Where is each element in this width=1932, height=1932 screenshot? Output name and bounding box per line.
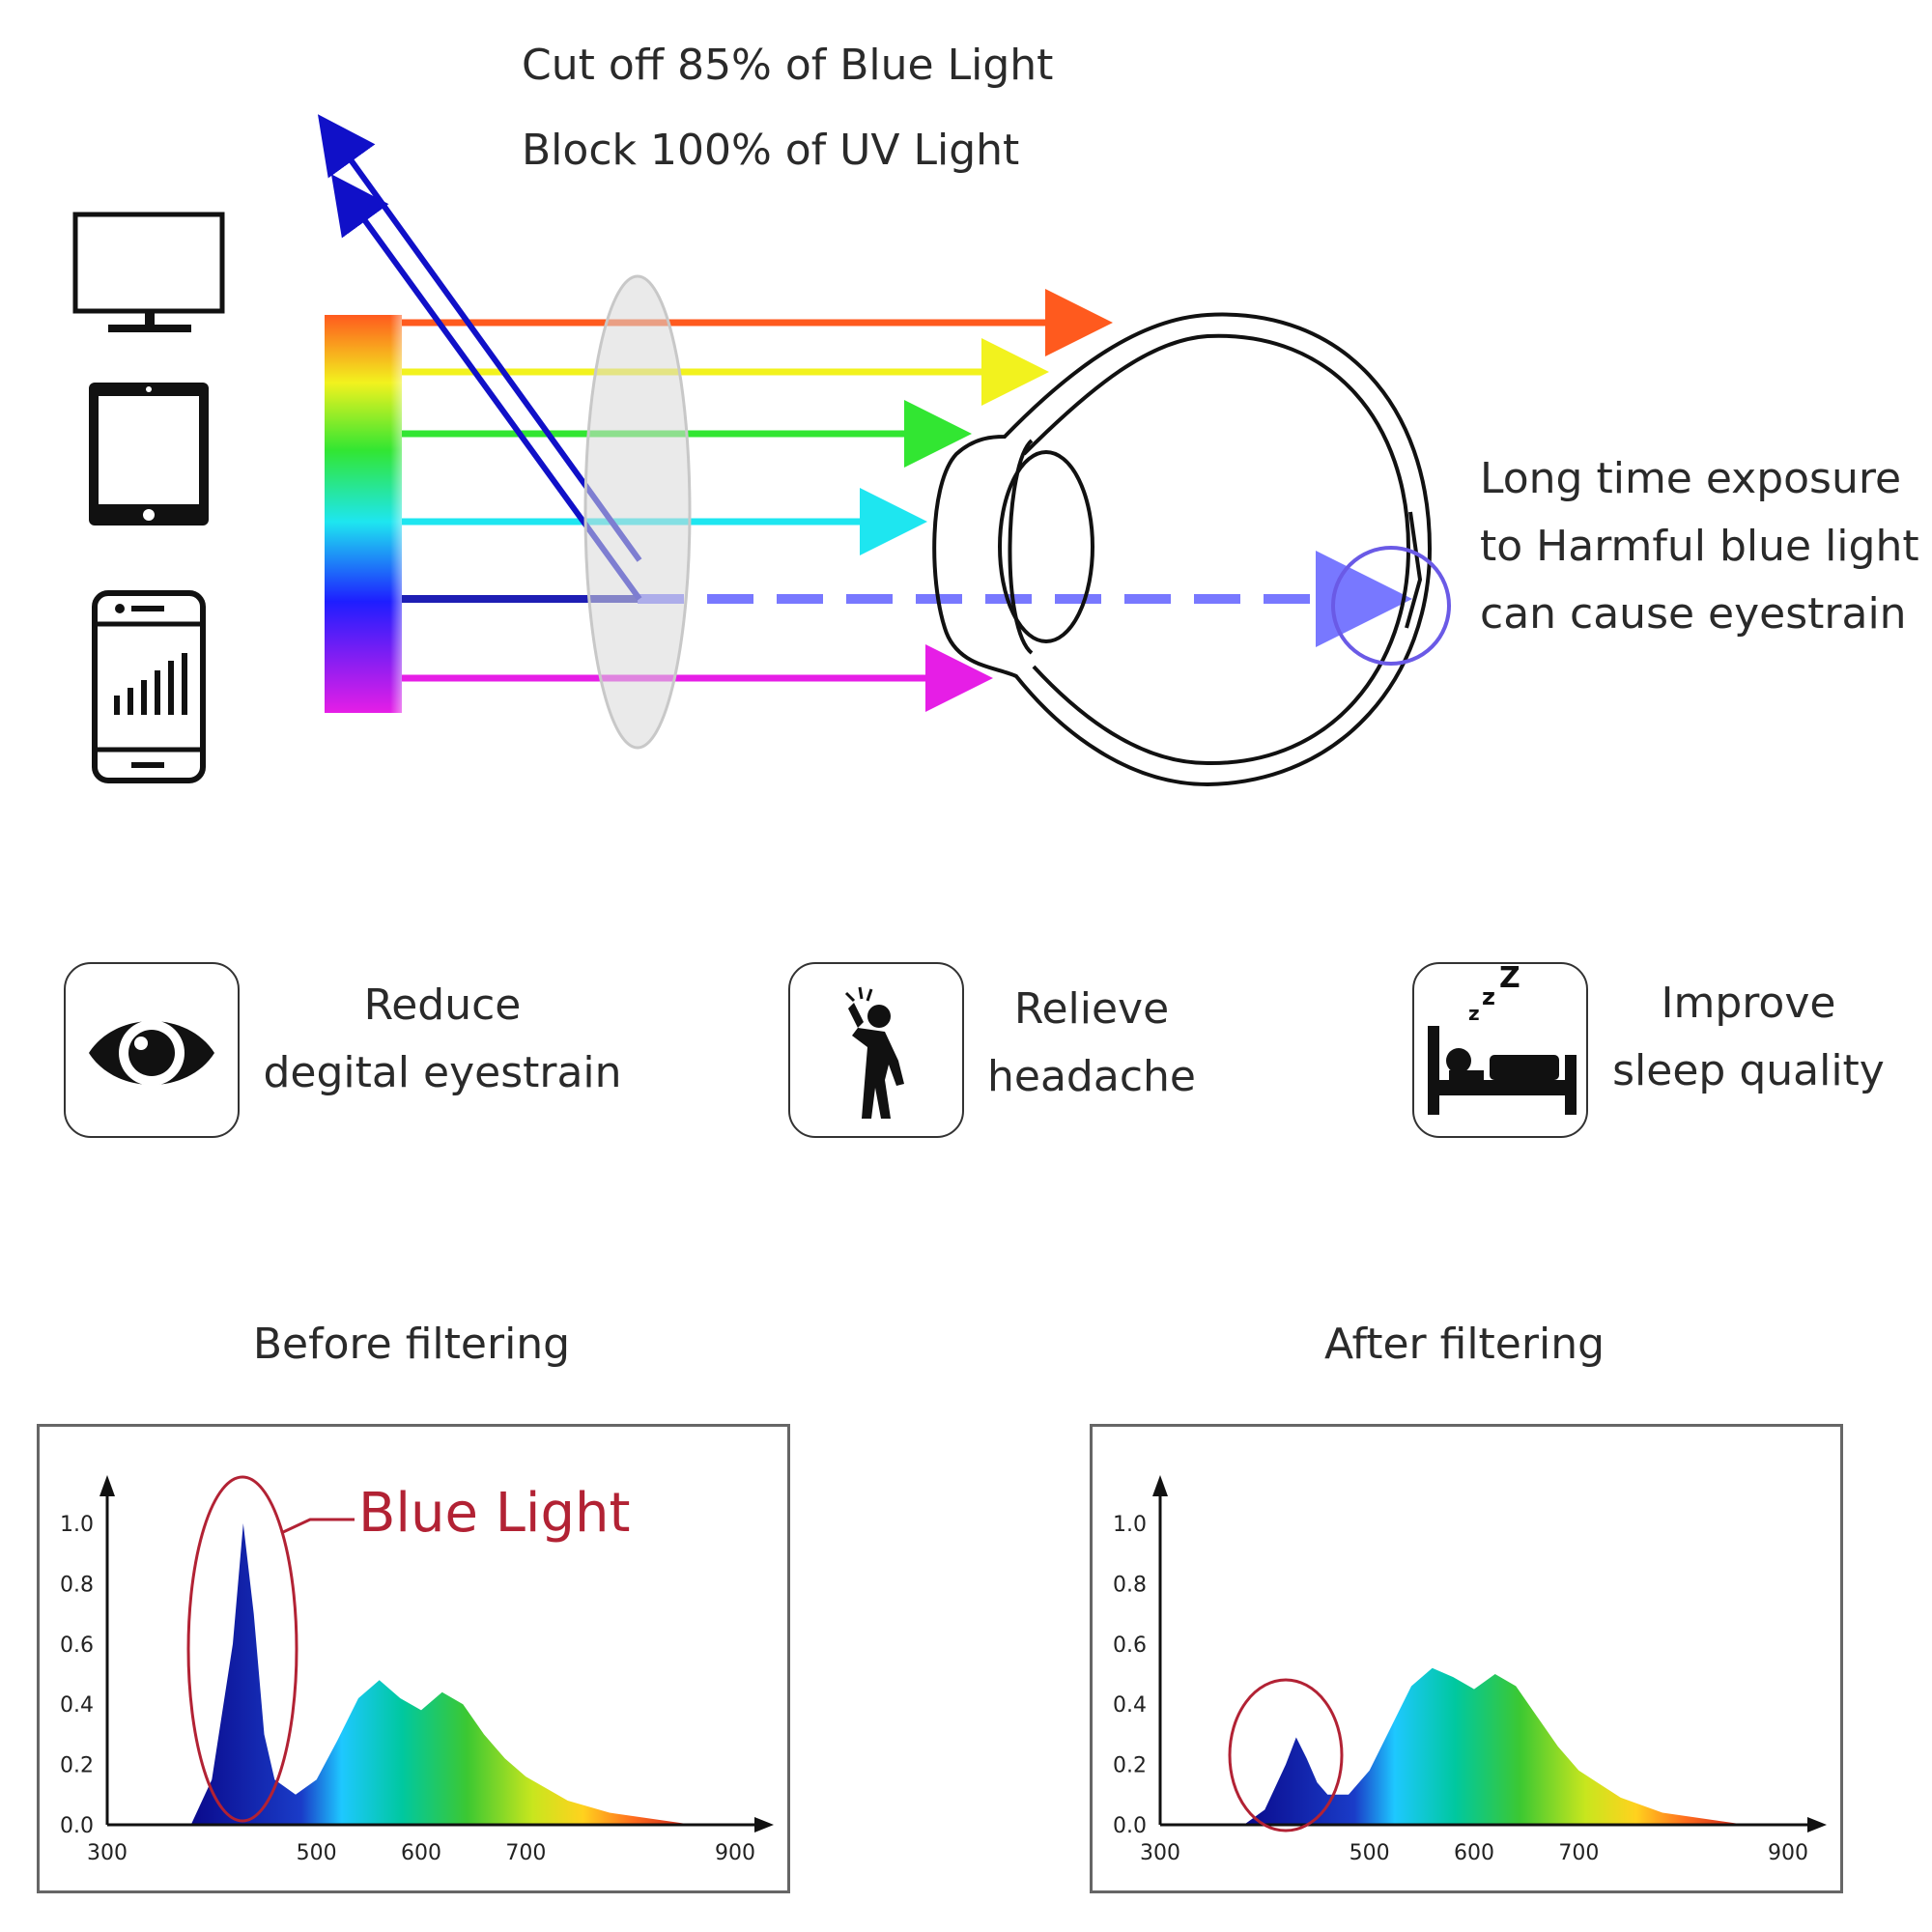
tablet-icon (89, 383, 209, 526)
y-tick-label: 0.4 (1113, 1693, 1147, 1718)
benefit-sleep-text: Improve sleep quality (1604, 970, 1893, 1105)
blue-light-annotation: Blue Light (358, 1482, 630, 1545)
x-tick-label: 900 (715, 1841, 755, 1865)
light-spectrum-bar (325, 315, 402, 713)
benefit-sleep-box: z z Z (1412, 962, 1588, 1138)
headline-block-uv: Block 100% of UV Light (522, 126, 1020, 175)
headache-person-icon (844, 986, 904, 1119)
benefit-eye-line1: Reduce (363, 980, 522, 1030)
benefit-eye-text: Reduce degital eyestrain (259, 972, 626, 1107)
y-axis-arrow (99, 1475, 115, 1496)
benefit-eye-box (64, 962, 240, 1138)
x-tick-label: 500 (1350, 1841, 1390, 1865)
chart-before: 0.0 0.2 0.4 0.6 0.8 1.0 300 500 600 700 900 Blue Li… (60, 1475, 774, 1865)
y-tick-label: 0.8 (60, 1573, 94, 1597)
benefit-headache-line2: headache (987, 1052, 1196, 1101)
chart-before-frame: 0.0 0.2 0.4 0.6 0.8 1.0 300 500 600 700 900 Blue Li… (37, 1424, 790, 1893)
annotation-leader-line (280, 1518, 355, 1535)
y-axis-arrow (1152, 1475, 1168, 1496)
eye-icon (89, 1020, 214, 1086)
x-tick-label: 900 (1768, 1841, 1808, 1865)
chart-after: 0.0 0.2 0.4 0.6 0.8 1.0 300 500 600 700 900 (1113, 1475, 1827, 1865)
eye-note-line2: to Harmful blue light (1480, 522, 1919, 571)
y-tick-label: 0.0 (60, 1814, 94, 1838)
benefit-sleep-line2: sleep quality (1612, 1046, 1885, 1095)
chart-after-frame: 0.0 0.2 0.4 0.6 0.8 1.0 300 500 600 700 900 (1090, 1424, 1843, 1893)
svg-text:z: z (1482, 983, 1495, 1010)
glasses-lens (583, 274, 692, 750)
chart-before-title: Before filtering (252, 1320, 571, 1369)
sleeping-bed-icon: z z Z (1428, 964, 1577, 1115)
phone-icon (92, 590, 206, 783)
svg-text:Z: Z (1499, 964, 1520, 995)
y-tick-label: 0.2 (60, 1754, 94, 1778)
x-tick-label: 600 (401, 1841, 441, 1865)
benefit-headache-text: Relieve headache (976, 976, 1208, 1111)
benefit-headache-line1: Relieve (1013, 984, 1170, 1034)
benefit-headache-box (788, 962, 964, 1138)
x-axis-arrow (1807, 1817, 1827, 1833)
svg-text:z: z (1468, 1002, 1480, 1025)
retina-highlight-circle (1331, 546, 1451, 666)
spectrum-area (190, 1523, 694, 1825)
y-tick-label: 1.0 (1113, 1513, 1147, 1537)
y-tick-label: 0.0 (1113, 1814, 1147, 1838)
eyeball-illustration (932, 312, 1433, 787)
x-tick-label: 700 (1558, 1841, 1599, 1865)
y-tick-label: 1.0 (60, 1513, 94, 1537)
y-tick-label: 0.4 (60, 1693, 94, 1718)
chart-after-title: After filtering (1323, 1320, 1605, 1369)
x-axis-arrow (754, 1817, 774, 1833)
x-tick-label: 300 (1140, 1841, 1180, 1865)
eye-note-line3: can cause eyestrain (1480, 589, 1907, 639)
benefit-eye-line2: degital eyestrain (263, 1048, 622, 1097)
y-tick-label: 0.2 (1113, 1754, 1147, 1778)
monitor-icon (72, 212, 225, 332)
x-tick-label: 300 (87, 1841, 128, 1865)
spectrum-area (1243, 1667, 1747, 1825)
x-tick-label: 700 (505, 1841, 546, 1865)
x-tick-label: 500 (297, 1841, 337, 1865)
headline-cut-blue: Cut off 85% of Blue Light (522, 41, 1054, 90)
y-tick-label: 0.6 (1113, 1634, 1147, 1658)
y-tick-label: 0.8 (1113, 1573, 1147, 1597)
blue-light-peak-circle (186, 1475, 298, 1823)
y-tick-label: 0.6 (60, 1634, 94, 1658)
reduced-peak-circle (1228, 1678, 1344, 1833)
x-tick-label: 600 (1454, 1841, 1494, 1865)
blue-light-diagram (72, 114, 1451, 787)
eye-note-line1: Long time exposure (1480, 454, 1902, 503)
benefit-sleep-line1: Improve (1661, 979, 1836, 1028)
